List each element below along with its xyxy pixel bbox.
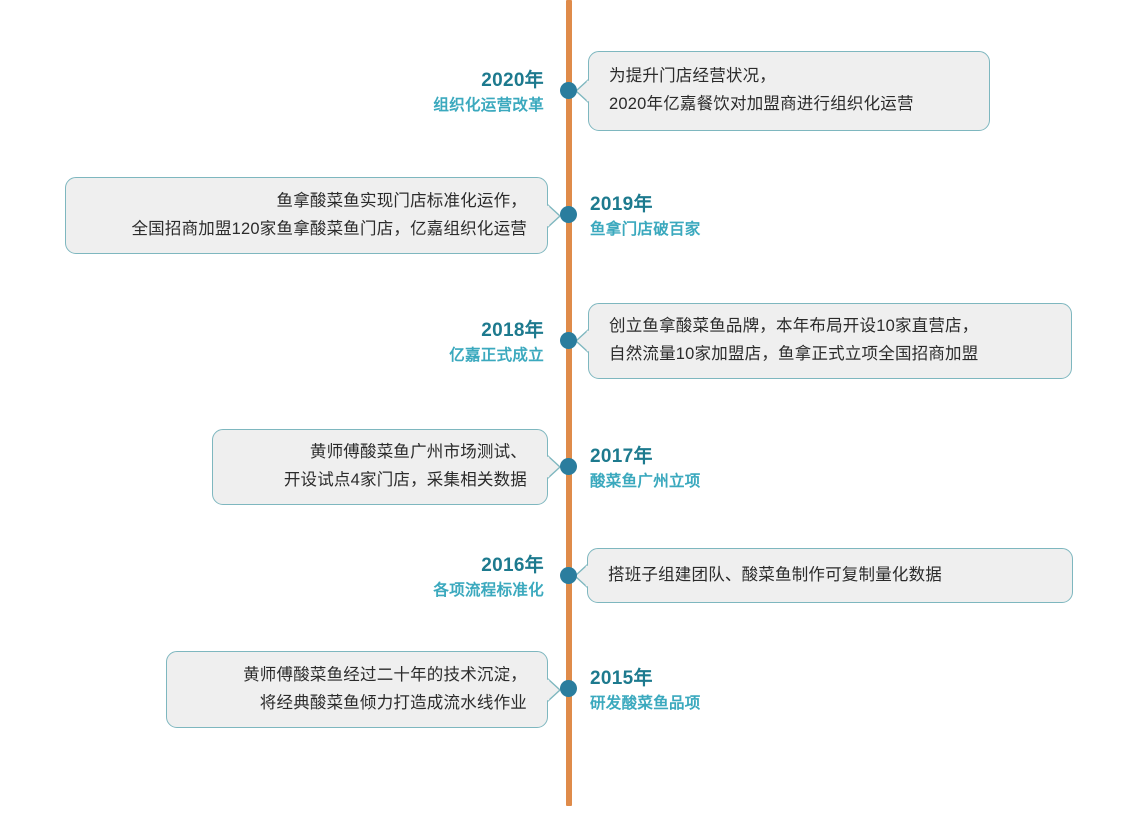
bubble-text-line: 将经典酸菜鱼倾力打造成流水线作业	[259, 693, 527, 712]
year-text: 2015年	[590, 668, 653, 689]
year-text: 2017年	[590, 446, 653, 467]
bubble-text-line: 搭班子组建团队、酸菜鱼制作可复制量化数据	[608, 565, 942, 584]
timeline-callout-bubble: 搭班子组建团队、酸菜鱼制作可复制量化数据	[574, 548, 1073, 603]
year-subtitle-text: 亿嘉正式成立	[449, 346, 544, 364]
timeline-node-dot	[560, 567, 577, 584]
timeline-year-label: 2020年组织化运营改革	[0, 68, 544, 117]
year-text: 2019年	[590, 194, 653, 215]
year-subtitle-text: 鱼拿门店破百家	[590, 220, 701, 238]
timeline-year-label: 2015年研发酸菜鱼品项	[590, 666, 701, 715]
year-text: 2020年	[481, 70, 544, 91]
year-text: 2016年	[481, 555, 544, 576]
timeline-year-label: 2019年鱼拿门店破百家	[590, 192, 701, 241]
timeline-callout-bubble: 黄师傅酸菜鱼广州市场测试、开设试点4家门店，采集相关数据	[212, 429, 561, 505]
timeline-callout-bubble: 为提升门店经营状况， 2020年亿嘉餐饮对加盟商进行组织化运营	[575, 51, 990, 131]
year-text: 2018年	[481, 320, 544, 341]
timeline-node-dot	[560, 206, 577, 223]
bubble-text-line: 黄师傅酸菜鱼经过二十年的技术沉淀，	[243, 665, 527, 684]
timeline-callout-bubble: 鱼拿酸菜鱼实现门店标准化运作， 全国招商加盟120家鱼拿酸菜鱼门店，亿嘉组织化运营	[65, 177, 561, 254]
timeline-year-label: 2018年亿嘉正式成立	[0, 318, 544, 367]
year-subtitle-text: 组织化运营改革	[433, 96, 544, 114]
bubble-text-line: 2020年亿嘉餐饮对加盟商进行组织化运营	[609, 95, 914, 113]
bubble-text-line: 为提升门店经营状况，	[609, 67, 776, 86]
bubble-text-line: 创立鱼拿酸菜鱼品牌，本年布局开设10家直营店，	[609, 317, 979, 336]
bubble-text-line: 鱼拿酸菜鱼实现门店标准化运作，	[276, 191, 527, 210]
timeline-axis	[566, 0, 572, 806]
timeline-node-dot	[560, 82, 577, 99]
year-subtitle-text: 酸菜鱼广州立项	[590, 472, 701, 490]
timeline-node-dot	[560, 680, 577, 697]
bubble-text-line: 开设试点4家门店，采集相关数据	[283, 471, 527, 489]
timeline-node-dot	[560, 332, 577, 349]
timeline-callout-bubble: 创立鱼拿酸菜鱼品牌，本年布局开设10家直营店， 自然流量10家加盟店，鱼拿正式立项…	[575, 303, 1072, 379]
bubble-text-line: 自然流量10家加盟店，鱼拿正式立项全国招商加盟	[609, 345, 979, 363]
year-subtitle-text: 研发酸菜鱼品项	[590, 694, 701, 712]
year-subtitle-text: 各项流程标准化	[433, 581, 544, 599]
bubble-text-line: 全国招商加盟120家鱼拿酸菜鱼门店，亿嘉组织化运营	[131, 219, 527, 238]
bubble-text-line: 黄师傅酸菜鱼广州市场测试、	[309, 443, 527, 462]
timeline-year-label: 2017年酸菜鱼广州立项	[590, 444, 701, 493]
timeline-year-label: 2016年各项流程标准化	[0, 553, 544, 602]
timeline-node-dot	[560, 458, 577, 475]
timeline-callout-bubble: 黄师傅酸菜鱼经过二十年的技术沉淀， 将经典酸菜鱼倾力打造成流水线作业	[166, 651, 561, 728]
